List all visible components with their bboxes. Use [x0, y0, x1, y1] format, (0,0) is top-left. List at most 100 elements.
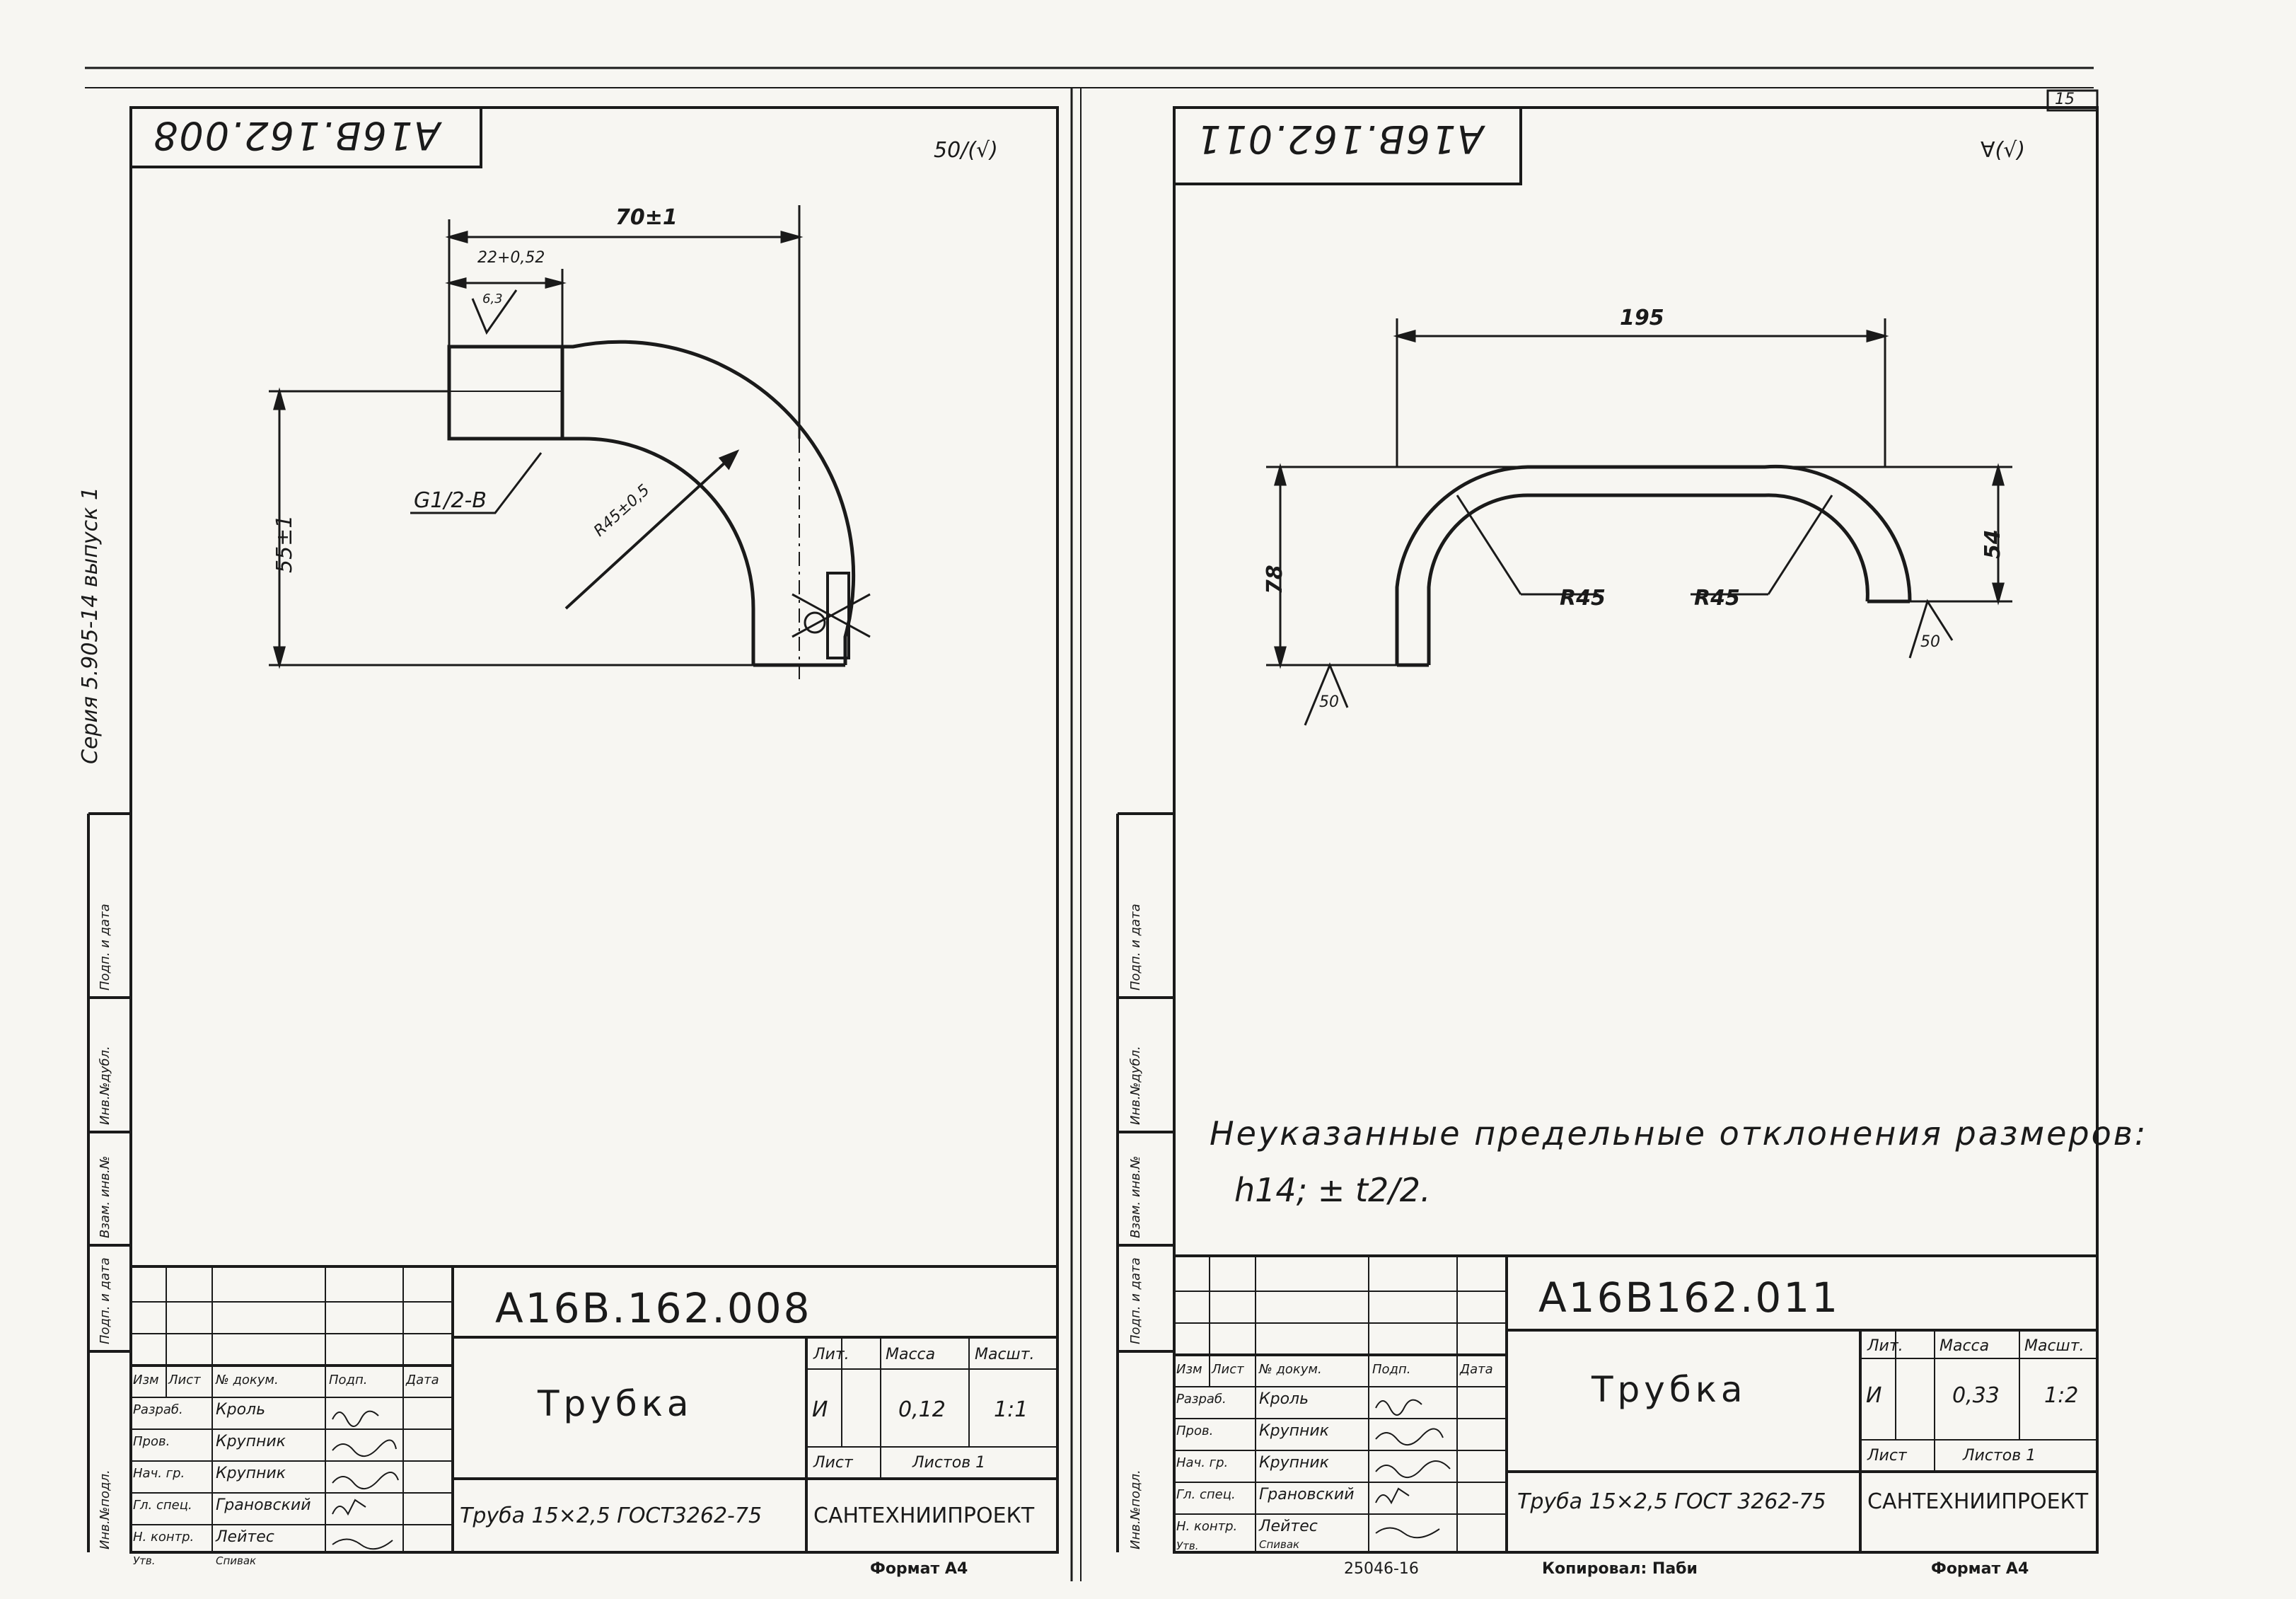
- copied-by: Копировал: Паби: [1542, 1560, 1698, 1578]
- right-col-header-4: Дата: [1460, 1362, 1493, 1377]
- dim-height-54: 54: [1981, 529, 2005, 559]
- left-col-header-0: Изм: [133, 1373, 159, 1387]
- left-lit-header: Лит.: [813, 1346, 850, 1363]
- left-title-block-grid: [131, 1265, 1057, 1552]
- order-number: 25046-16: [1344, 1560, 1419, 1578]
- left-margin-label-3: Инв.№дубл.: [98, 1046, 112, 1125]
- left-roughness-mark: 50/(√): [934, 138, 998, 163]
- right-margin-label-3: Инв.№дубл.: [1128, 1046, 1143, 1125]
- right-mass: 0,33: [1952, 1383, 2000, 1408]
- right-corner-code: А16В.162.011: [1195, 117, 1484, 161]
- right-mass-header: Масса: [1940, 1337, 1990, 1355]
- left-role-5: Утв.: [133, 1554, 156, 1567]
- left-col-header-3: Подп.: [329, 1373, 368, 1387]
- dim-thread-roughness: 6,3: [482, 291, 503, 306]
- left-corner-code: А16В.162.008: [152, 113, 441, 158]
- left-name-3: Грановский: [216, 1496, 311, 1514]
- left-role-3: Гл. спец.: [133, 1498, 192, 1513]
- right-part-name: Трубка: [1591, 1369, 1747, 1410]
- left-col-header-4: Дата: [406, 1373, 439, 1387]
- right-name-1: Крупник: [1259, 1422, 1329, 1440]
- dim-radius-right: R45: [1694, 586, 1740, 611]
- tolerance-note-line2: h14; ± t2/2.: [1234, 1171, 1431, 1209]
- left-col-header-1: Лист: [168, 1373, 201, 1387]
- left-lit: И: [812, 1397, 828, 1422]
- right-designation: A16B162.011: [1538, 1274, 1840, 1322]
- dim-width-195: 195: [1620, 306, 1664, 330]
- right-margin-label-0: Инв.№подл.: [1128, 1470, 1143, 1549]
- right-title-block-grid: [1174, 1254, 2097, 1552]
- dim-thread-length: 22+0,52: [477, 249, 545, 267]
- dim-height-78: 78: [1263, 565, 1287, 594]
- left-name-4: Лейтес: [216, 1528, 274, 1546]
- right-scale: 1:2: [2044, 1383, 2079, 1408]
- left-margin-label-1: Подп. и дата: [98, 1257, 112, 1344]
- right-role-0: Разраб.: [1176, 1392, 1227, 1407]
- left-format: Формат А4: [870, 1560, 968, 1578]
- right-roughness-mark: ∀(√): [1981, 138, 2026, 163]
- left-scale: 1:1: [994, 1397, 1028, 1422]
- right-col-header-2: № докум.: [1259, 1362, 1322, 1377]
- left-designation: A16B.162.008: [495, 1284, 812, 1332]
- right-name-0: Кроль: [1259, 1390, 1309, 1408]
- right-lit-header: Лит.: [1867, 1337, 1903, 1355]
- left-part-name: Трубка: [538, 1383, 693, 1424]
- left-name-2: Крупник: [216, 1465, 286, 1482]
- left-dimensions: [269, 205, 804, 669]
- right-role-3: Гл. спец.: [1176, 1487, 1236, 1502]
- right-name-4: Лейтес: [1259, 1518, 1318, 1535]
- left-role-0: Разраб.: [133, 1402, 183, 1417]
- right-organization: САНТЕХНИИПРОЕКТ: [1867, 1489, 2089, 1514]
- right-name-2: Крупник: [1259, 1454, 1329, 1472]
- right-material: Труба 15×2,5 ГОСТ 3262-75: [1517, 1489, 1826, 1514]
- right-sheets-label: Листов 1: [1963, 1447, 2036, 1465]
- right-margin-label-4: Подп. и дата: [1128, 904, 1143, 991]
- right-format: Формат А4: [1931, 1560, 2029, 1578]
- left-mass-header: Масса: [886, 1346, 936, 1363]
- dim-radius-left: R45: [1560, 586, 1606, 611]
- dim-thread: G1/2-B: [414, 488, 487, 513]
- right-margin-label-2: Взам. инв.№: [1128, 1155, 1143, 1239]
- right-col-header-1: Лист: [1212, 1362, 1244, 1377]
- right-signatures: [1375, 1399, 1451, 1539]
- left-role-2: Нач. гр.: [133, 1466, 185, 1481]
- right-col-header-3: Подп.: [1372, 1362, 1411, 1377]
- right-role-5: Утв.: [1176, 1540, 1199, 1552]
- right-name-5: Спивак: [1259, 1538, 1300, 1551]
- left-role-1: Пров.: [133, 1434, 170, 1449]
- right-role-4: Н. контр.: [1176, 1519, 1238, 1534]
- left-margin-label-4: Подп. и дата: [98, 904, 112, 991]
- right-lit: И: [1866, 1383, 1882, 1408]
- right-scale-header: Масшт.: [2024, 1337, 2085, 1355]
- right-page-number: 15: [2055, 91, 2075, 108]
- right-part-drawing: [1395, 464, 1912, 667]
- left-scale-header: Масшт.: [975, 1346, 1035, 1363]
- right-margin-label-1: Подп. и дата: [1128, 1257, 1143, 1344]
- left-col-header-2: № докум.: [216, 1373, 279, 1387]
- right-role-2: Нач. гр.: [1176, 1455, 1229, 1470]
- series-note: Серия 5.905-14 выпуск 1: [78, 487, 103, 764]
- right-sheet-label: Лист: [1867, 1447, 1907, 1465]
- left-sheet-label: Лист: [813, 1454, 853, 1472]
- right-role-1: Пров.: [1176, 1424, 1214, 1438]
- left-name-5: Спивак: [216, 1554, 257, 1567]
- rough-left: 50: [1319, 693, 1339, 711]
- right-col-header-0: Изм: [1176, 1362, 1202, 1377]
- tolerance-note-line1: Неуказанные предельные отклонения размер…: [1210, 1114, 2148, 1153]
- left-part-drawing: [447, 340, 871, 679]
- left-margin-label-2: Взам. инв.№: [98, 1155, 112, 1239]
- left-signatures: [332, 1410, 399, 1550]
- dim-overall-width: 70±1: [615, 205, 678, 230]
- left-material: Труба 15×2,5 ГОСТ3262-75: [460, 1503, 763, 1528]
- left-name-1: Крупник: [216, 1433, 286, 1450]
- left-role-4: Н. контр.: [133, 1530, 195, 1545]
- right-name-3: Грановский: [1259, 1486, 1355, 1503]
- left-margin-label-0: Инв.№подл.: [98, 1470, 112, 1549]
- left-sheets-label: Листов 1: [912, 1454, 986, 1472]
- left-organization: САНТЕХНИИПРОЕКТ: [813, 1503, 1035, 1528]
- left-name-0: Кроль: [216, 1401, 266, 1419]
- right-dimensions: [1266, 318, 2012, 726]
- rough-right: 50: [1920, 633, 1940, 651]
- left-mass: 0,12: [898, 1397, 946, 1422]
